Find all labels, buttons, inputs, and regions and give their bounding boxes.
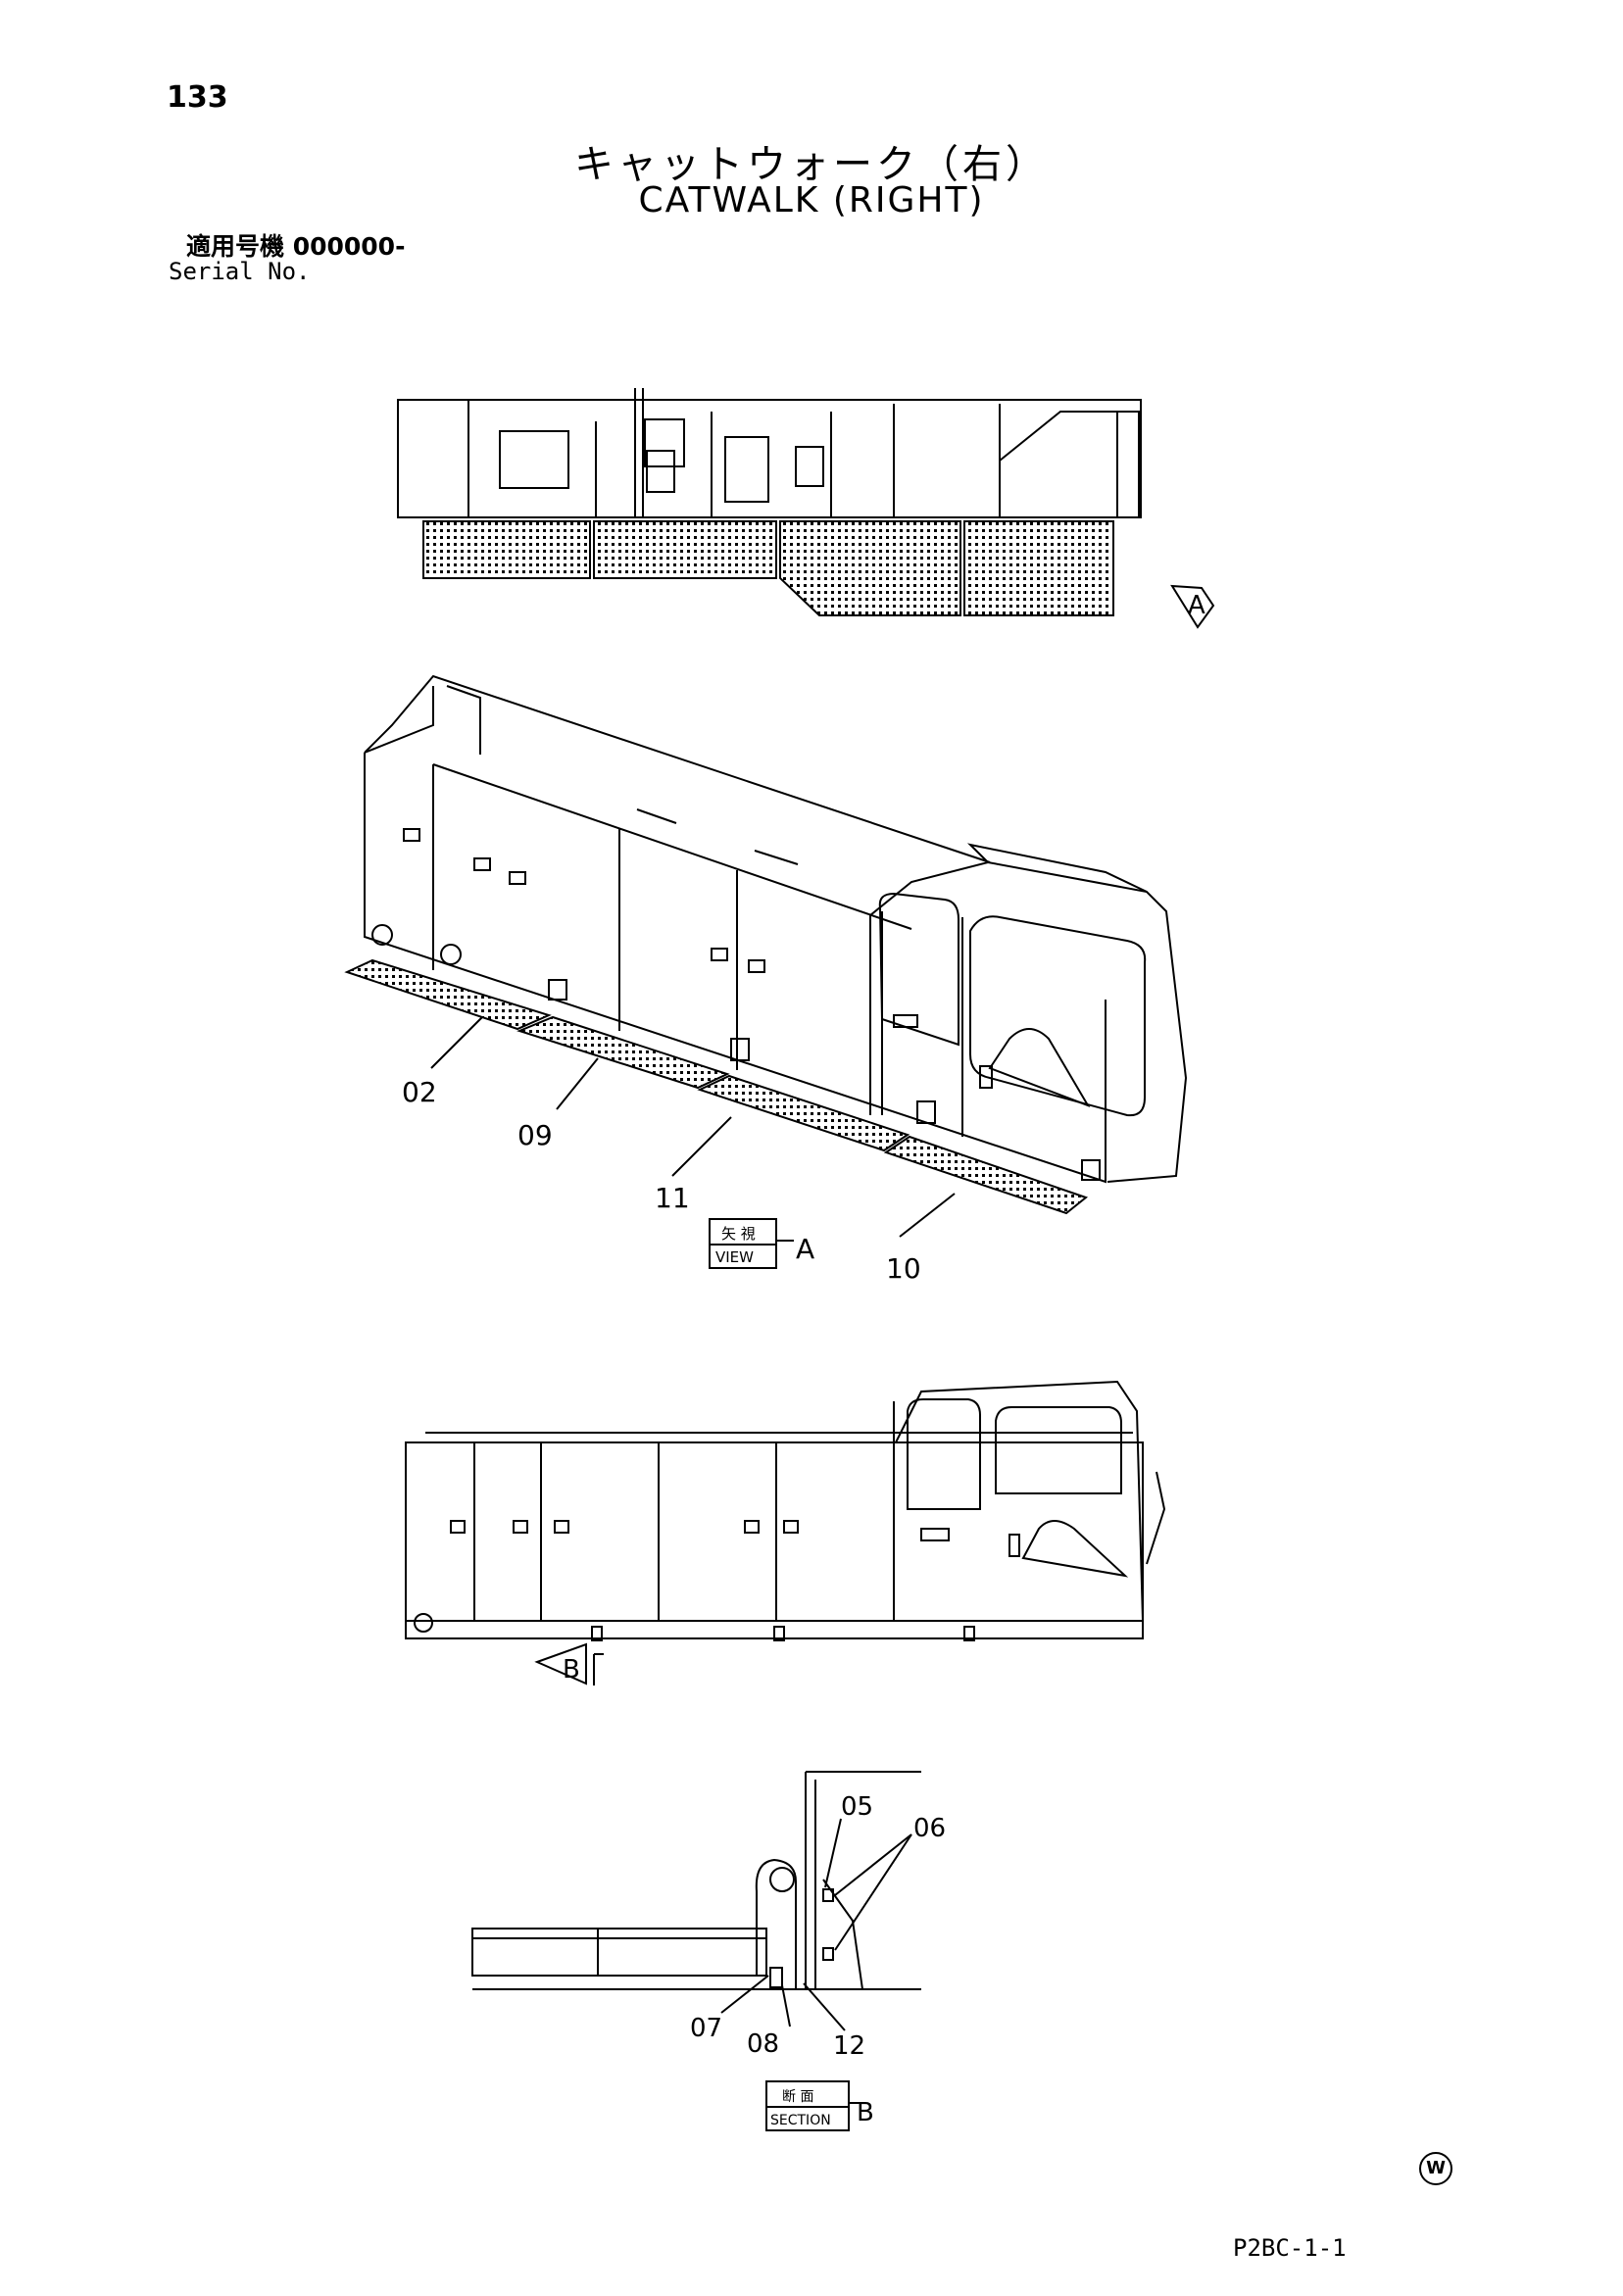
side-view (405, 1380, 1166, 1685)
view-box-japanese: 矢 視 (721, 1225, 756, 1243)
w-mark: W (1419, 2152, 1452, 2185)
callout-11: 11 (655, 1182, 690, 1214)
title-english: CATWALK (RIGHT) (638, 180, 985, 220)
isometric-view (344, 674, 1188, 1238)
callout-05: 05 (841, 1792, 873, 1822)
top-view (397, 388, 1215, 629)
view-box-english: VIEW (715, 1248, 754, 1266)
callout-10: 10 (886, 1252, 921, 1285)
footer-code: P2BC-1-1 (1233, 2234, 1347, 2262)
title-japanese: キャットウォーク（右） (574, 142, 1049, 187)
section-b-detail (471, 1771, 921, 2031)
callout-06: 06 (913, 1814, 946, 1843)
callout-08: 08 (747, 2029, 779, 2059)
page-number: 133 (167, 80, 228, 115)
section-box-english: SECTION (770, 2113, 831, 2128)
callout-12: 12 (833, 2031, 865, 2061)
callout-07: 07 (690, 2014, 722, 2043)
section-b-box (765, 2080, 862, 2131)
serial-label-english: Serial No. (169, 258, 311, 285)
callout-02: 02 (402, 1076, 437, 1108)
callout-09: 09 (517, 1119, 553, 1151)
serial-label-japanese: 適用号機 000000- (186, 232, 406, 261)
section-box-japanese: 断 面 (782, 2089, 813, 2105)
view-arrow-a-label: A (1188, 591, 1205, 620)
view-box-letter: A (796, 1233, 814, 1265)
view-arrow-b-label: B (563, 1655, 580, 1685)
section-box-letter: B (857, 2098, 874, 2127)
view-a-box (709, 1218, 794, 1269)
